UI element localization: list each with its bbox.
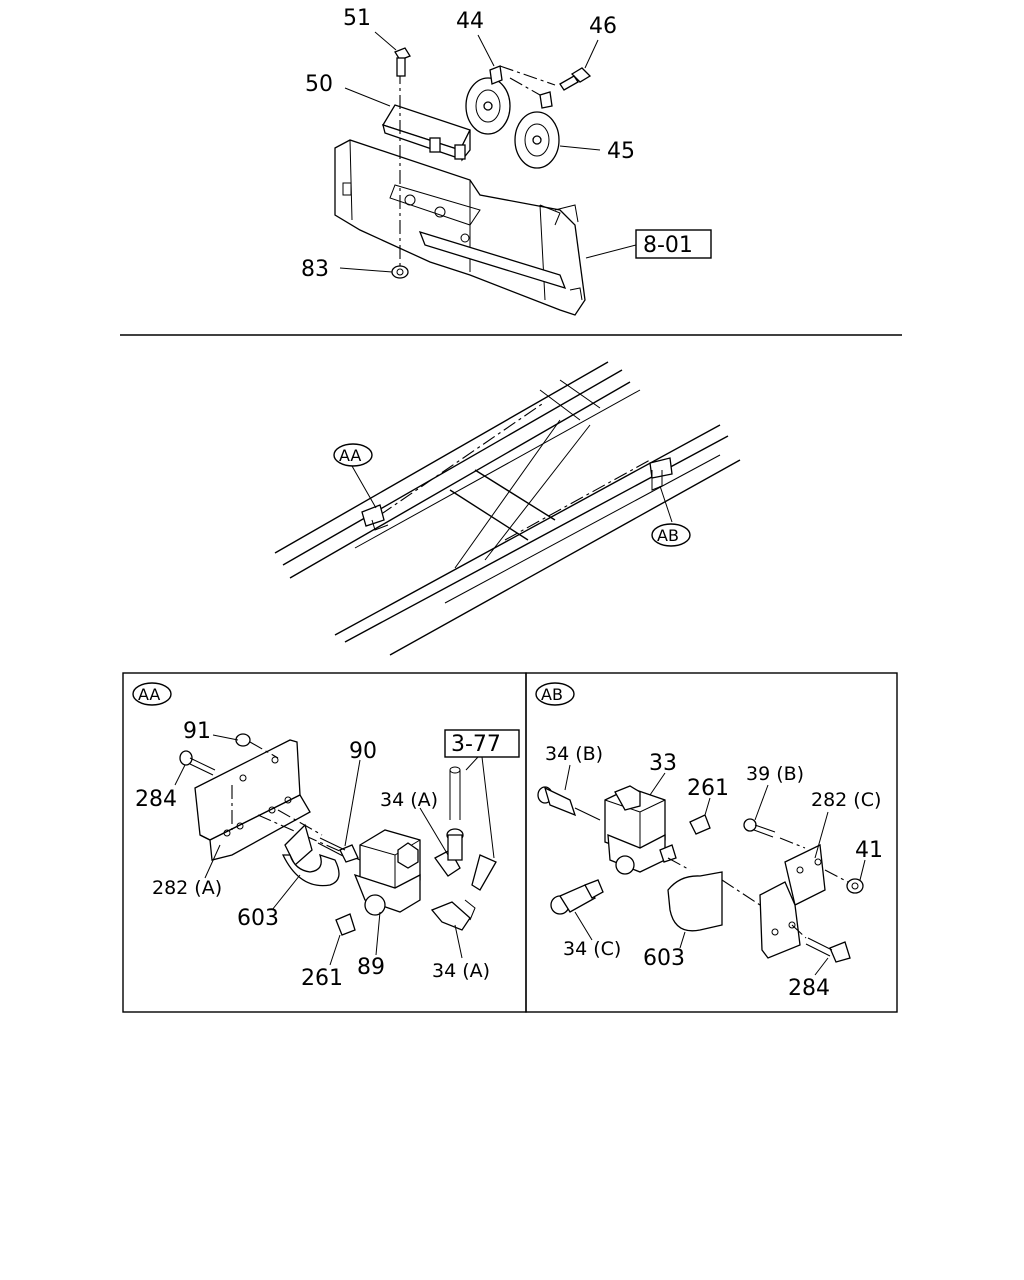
callout-aa-circle — [333, 443, 373, 467]
part-51-label: 51 — [343, 6, 371, 31]
chassis-frame: AA AB — [274, 361, 741, 656]
part-34c-label: 34 (C) — [563, 938, 621, 960]
part-50-label: 50 — [305, 72, 333, 97]
ref-3-77-label: 3-77 — [451, 732, 501, 757]
ref-box-8-01 — [635, 229, 712, 259]
part-261-label: 261 — [301, 966, 343, 991]
part-90-label: 90 — [349, 739, 377, 764]
panel-ab: AB — [525, 672, 898, 1013]
callout-ab-circle — [651, 523, 691, 547]
panel-ab-tag: AB — [541, 685, 563, 704]
part-284-label-ab: 284 — [788, 976, 830, 1001]
callout-ab-label: AB — [657, 526, 679, 545]
part-44-label: 44 — [456, 9, 484, 34]
ref-box-3-77 — [444, 729, 520, 758]
part-284-label: 284 — [135, 787, 177, 812]
part-282a-label: 282 (A) — [152, 877, 222, 899]
panel-aa: AA — [122, 672, 527, 1013]
part-45-label: 45 — [607, 139, 635, 164]
part-41-label: 41 — [855, 838, 883, 863]
panel-aa-tag: AA — [138, 685, 160, 704]
part-603-label: 603 — [237, 906, 279, 931]
horn-assembly: 51 44 46 50 45 83 8-01 — [301, 6, 712, 316]
part-34b-label: 34 (B) — [545, 743, 603, 765]
part-33-label: 33 — [649, 751, 677, 776]
part-91-label: 91 — [183, 719, 211, 744]
part-46-label: 46 — [589, 14, 617, 39]
part-34a-bottom-label: 34 (A) — [432, 960, 490, 982]
part-34a-top-label: 34 (A) — [380, 789, 438, 811]
ref-8-01-label: 8-01 — [643, 233, 693, 258]
part-282c-label: 282 (C) — [811, 789, 881, 811]
part-603-label-ab: 603 — [643, 946, 685, 971]
callout-aa-label: AA — [339, 446, 361, 465]
part-89-label: 89 — [357, 955, 385, 980]
part-261-label-ab: 261 — [687, 776, 729, 801]
part-39b-label: 39 (B) — [746, 763, 804, 785]
part-83-label: 83 — [301, 257, 329, 282]
